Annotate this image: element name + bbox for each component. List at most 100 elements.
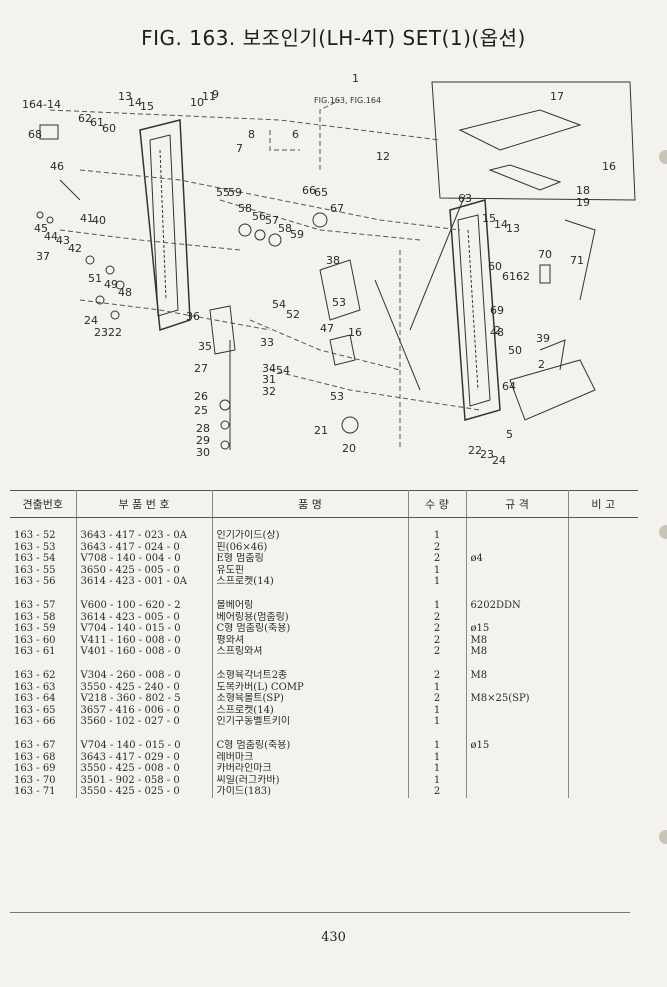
cell-quantity: 2 [408,786,467,798]
cell-quantity: 2 [408,693,467,705]
svg-text:57: 57 [265,214,279,227]
svg-text:50: 50 [508,344,522,357]
cell-reference-no: 163 - 71 [10,786,77,798]
cell-part-no: 3550 - 425 - 008 - 0 [76,763,213,775]
svg-text:60: 60 [102,122,116,135]
cell-part-no: V704 - 140 - 015 - 0 [76,739,213,752]
cell-spec: ø15 [466,739,569,752]
cell-part-no: 3550 - 425 - 240 - 0 [76,681,213,694]
cell-part-no: 3614 - 423 - 005 - 0 [76,611,213,624]
cell-spec: M8 [466,634,569,647]
cell-reference-no: 163 - 69 [10,763,77,775]
cell-reference-no: 163 - 52 [10,530,77,542]
cell-part-name: 볼베어링 [212,599,409,612]
cell-reference-no: 163 - 65 [10,704,77,717]
svg-text:33: 33 [260,336,274,349]
cell-part-name: 카버라인마크 [212,763,409,775]
svg-text:61: 61 [90,116,104,129]
svg-text:48: 48 [490,326,504,339]
cell-quantity: 2 [408,553,467,565]
svg-text:66: 66 [302,184,316,197]
cell-part-name: 평와셔 [212,634,409,647]
cell-remarks [568,646,638,658]
svg-text:58: 58 [278,222,292,235]
svg-text:15: 15 [482,212,496,225]
svg-text:13: 13 [506,222,520,235]
cell-reference-no: 163 - 53 [10,541,77,554]
cell-spec [466,530,569,542]
svg-text:53: 53 [332,296,346,309]
table-bottom-rule [10,912,630,913]
svg-text:59: 59 [228,186,242,199]
svg-text:71: 71 [570,254,584,267]
cell-remarks [568,786,638,798]
svg-text:8: 8 [248,128,255,141]
cell-remarks [568,670,638,682]
cell-reference-no: 163 - 61 [10,646,77,658]
cell-quantity: 2 [408,611,467,624]
svg-text:16: 16 [348,326,362,339]
svg-text:25: 25 [194,404,208,417]
svg-text:13: 13 [118,90,132,103]
cell-spec: M8×25(SP) [466,693,569,705]
figure-reference-note: FIG.163, FIG.164 [314,96,382,105]
svg-text:9: 9 [212,88,219,101]
cell-part-no: 3643 - 417 - 023 - 0A [76,530,213,542]
svg-text:23: 23 [94,326,108,339]
cell-part-name: 스프로켓(14) [212,576,409,588]
svg-text:5: 5 [506,428,513,441]
cell-part-no: V704 - 140 - 015 - 0 [76,623,213,635]
cell-remarks [568,716,638,728]
svg-text:37: 37 [36,250,50,263]
cell-spec [466,751,569,764]
cell-reference-no: 163 - 67 [10,739,77,752]
svg-text:31: 31 [262,373,276,386]
cell-reference-no: 163 - 55 [10,564,77,577]
cell-reference-no: 163 - 68 [10,751,77,764]
svg-text:52: 52 [286,308,300,321]
group-spacer [10,727,638,740]
svg-text:10: 10 [190,96,204,109]
cell-quantity: 1 [408,716,467,728]
svg-text:61: 61 [502,270,516,283]
cell-spec: ø4 [466,553,569,565]
cell-reference-no: 163 - 57 [10,599,77,612]
svg-text:12: 12 [376,150,390,163]
col-header-part-name: 품 명 [212,490,409,518]
svg-text:45: 45 [34,222,48,235]
cell-reference-no: 163 - 70 [10,774,77,787]
cell-reference-no: 163 - 63 [10,681,77,694]
cell-spec [466,786,569,798]
svg-text:44: 44 [44,230,58,243]
svg-text:56: 56 [252,210,266,223]
svg-text:51: 51 [88,272,102,285]
cell-spec [466,541,569,554]
cell-quantity: 1 [408,530,467,542]
svg-text:55: 55 [216,186,230,199]
cell-part-name: 유도핀 [212,564,409,577]
cell-remarks [568,682,638,694]
svg-text:63: 63 [458,192,472,205]
cell-spec [466,681,569,694]
cell-remarks [568,693,638,705]
cell-part-name: E형 멈춤링 [212,553,409,565]
cell-spec [466,716,569,728]
svg-text:54: 54 [272,298,286,311]
cell-reference-no: 163 - 60 [10,634,77,647]
cell-remarks [568,752,638,764]
table-header-row: 견출번호 부 품 번 호 품 명 수 량 규 격 비 고 [10,490,638,518]
figure-title: FIG. 163. 보조인기(LH-4T) SET(1)(옵션) [141,26,526,50]
cell-quantity: 2 [408,541,467,554]
cell-part-name: 인기가이드(상) [212,530,409,542]
